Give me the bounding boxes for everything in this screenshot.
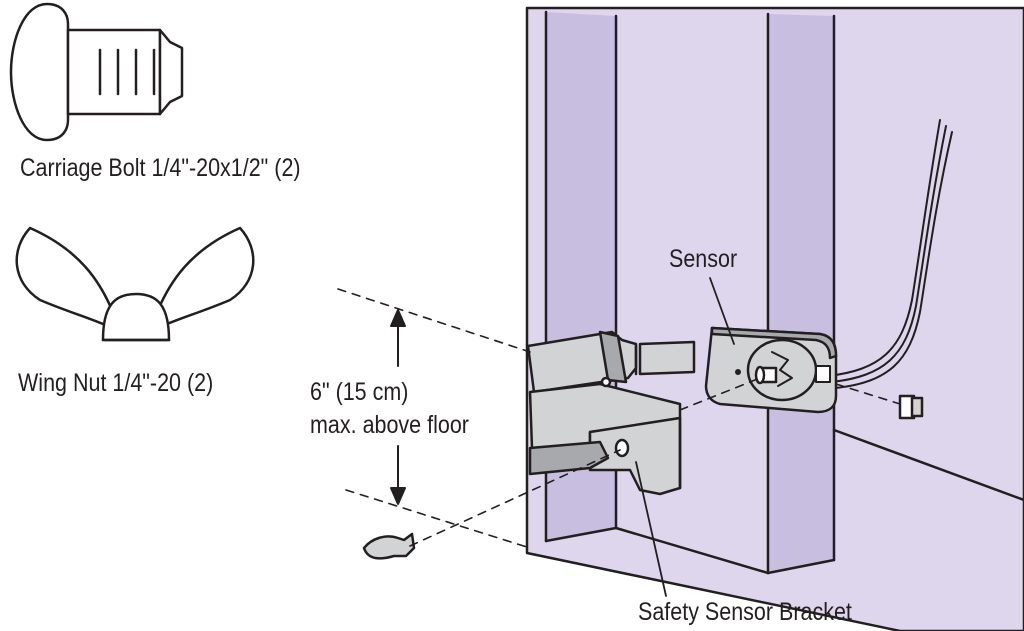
wing-nut-label: Wing Nut 1/4"-20 (2) xyxy=(18,369,214,397)
loose-wing-nut-icon xyxy=(362,532,416,560)
wing-nut-icon xyxy=(15,226,255,342)
height-label-line1: 6" (15 cm) xyxy=(310,378,409,406)
bracket-label: Safety Sensor Bracket xyxy=(638,598,852,626)
height-dimension-arrow xyxy=(390,309,406,505)
carriage-bolt-icon xyxy=(9,2,184,142)
loose-bolt-icon xyxy=(898,394,924,420)
sensor-mount-bolt-icon xyxy=(754,365,778,385)
door-jamb-wall xyxy=(525,6,1024,631)
safety-sensor-bracket-icon xyxy=(526,330,696,496)
dashed-alignment-lines xyxy=(337,288,901,549)
bracket-leader-line xyxy=(635,461,667,597)
sensor-wires xyxy=(827,119,953,389)
carriage-bolt-label: Carriage Bolt 1/4"-20x1/2" (2) xyxy=(20,154,301,182)
sensor-leader-line xyxy=(709,277,735,345)
height-label-line2: max. above floor xyxy=(310,411,469,439)
sensor-label: Sensor xyxy=(669,245,738,273)
